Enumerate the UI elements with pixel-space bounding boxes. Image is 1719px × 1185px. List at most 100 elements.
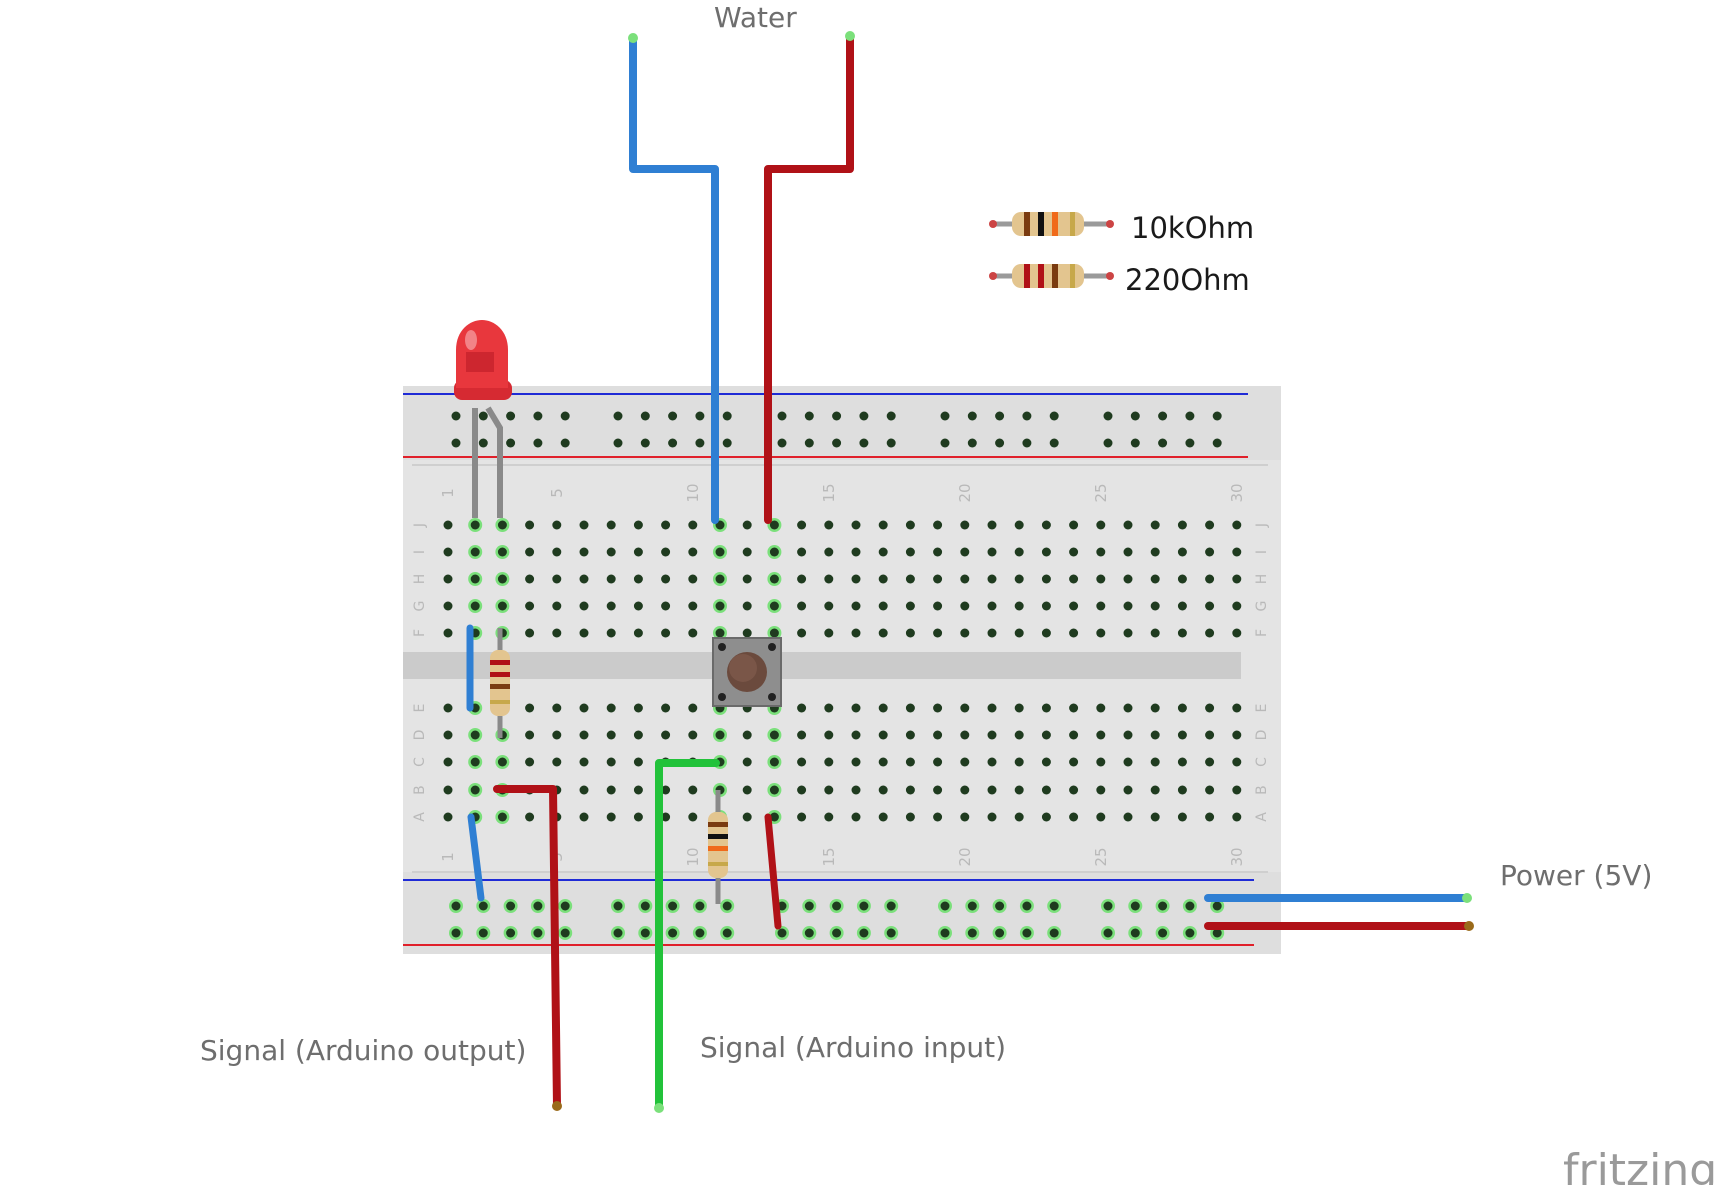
breadboard-hole[interactable] <box>1232 547 1242 557</box>
breadboard-hole[interactable] <box>1150 520 1160 530</box>
breadboard-hole[interactable] <box>579 730 589 740</box>
breadboard-hole[interactable] <box>497 520 507 530</box>
rail-hole[interactable] <box>967 901 977 911</box>
breadboard-hole[interactable] <box>769 574 779 584</box>
breadboard-hole[interactable] <box>905 520 915 530</box>
rail-hole[interactable] <box>859 901 869 911</box>
breadboard-hole[interactable] <box>1177 574 1187 584</box>
breadboard-hole[interactable] <box>769 812 779 822</box>
breadboard-hole[interactable] <box>1041 785 1051 795</box>
rail-hole[interactable] <box>533 438 543 448</box>
breadboard-hole[interactable] <box>797 703 807 713</box>
rail-hole[interactable] <box>886 928 896 938</box>
rail-hole[interactable] <box>859 411 869 421</box>
breadboard-hole[interactable] <box>443 730 453 740</box>
breadboard-hole[interactable] <box>1177 520 1187 530</box>
breadboard-hole[interactable] <box>987 812 997 822</box>
rail-hole[interactable] <box>668 901 678 911</box>
breadboard-hole[interactable] <box>1232 757 1242 767</box>
breadboard-hole[interactable] <box>769 785 779 795</box>
breadboard-hole[interactable] <box>1096 628 1106 638</box>
breadboard-hole[interactable] <box>661 730 671 740</box>
breadboard-hole[interactable] <box>1177 757 1187 767</box>
breadboard-hole[interactable] <box>933 520 943 530</box>
rail-hole[interactable] <box>940 411 950 421</box>
breadboard-hole[interactable] <box>470 730 480 740</box>
breadboard-hole[interactable] <box>960 601 970 611</box>
breadboard-hole[interactable] <box>851 520 861 530</box>
rail-hole[interactable] <box>1158 928 1168 938</box>
rail-hole[interactable] <box>940 928 950 938</box>
breadboard-hole[interactable] <box>824 757 834 767</box>
rail-hole[interactable] <box>478 411 488 421</box>
breadboard-hole[interactable] <box>933 547 943 557</box>
rail-hole[interactable] <box>695 411 705 421</box>
rail-hole[interactable] <box>1022 411 1032 421</box>
breadboard-hole[interactable] <box>688 730 698 740</box>
rail-hole[interactable] <box>613 928 623 938</box>
breadboard-hole[interactable] <box>1177 812 1187 822</box>
breadboard-hole[interactable] <box>851 703 861 713</box>
rail-hole[interactable] <box>832 901 842 911</box>
rail-hole[interactable] <box>995 928 1005 938</box>
breadboard-hole[interactable] <box>1096 547 1106 557</box>
breadboard-hole[interactable] <box>715 547 725 557</box>
breadboard-hole[interactable] <box>579 703 589 713</box>
breadboard-hole[interactable] <box>769 547 779 557</box>
rail-hole[interactable] <box>533 901 543 911</box>
breadboard-hole[interactable] <box>905 628 915 638</box>
breadboard-hole[interactable] <box>1150 601 1160 611</box>
breadboard-hole[interactable] <box>878 757 888 767</box>
rail-hole[interactable] <box>1103 901 1113 911</box>
breadboard-hole[interactable] <box>1177 730 1187 740</box>
breadboard-hole[interactable] <box>552 520 562 530</box>
breadboard-hole[interactable] <box>987 520 997 530</box>
breadboard-hole[interactable] <box>1014 757 1024 767</box>
breadboard-hole[interactable] <box>1123 785 1133 795</box>
breadboard-hole[interactable] <box>878 601 888 611</box>
breadboard-hole[interactable] <box>661 547 671 557</box>
breadboard-hole[interactable] <box>1041 703 1051 713</box>
breadboard-hole[interactable] <box>688 703 698 713</box>
rail-hole[interactable] <box>451 928 461 938</box>
rail-hole[interactable] <box>1212 411 1222 421</box>
breadboard-hole[interactable] <box>1150 730 1160 740</box>
breadboard-hole[interactable] <box>1232 628 1242 638</box>
rail-hole[interactable] <box>1103 438 1113 448</box>
breadboard-hole[interactable] <box>851 547 861 557</box>
water-probe-blue-wire[interactable] <box>629 34 719 524</box>
breadboard-hole[interactable] <box>742 547 752 557</box>
rail-hole[interactable] <box>722 901 732 911</box>
water-probe-red-wire[interactable] <box>764 32 854 524</box>
rail-hole[interactable] <box>506 901 516 911</box>
breadboard-hole[interactable] <box>1041 547 1051 557</box>
breadboard-hole[interactable] <box>960 520 970 530</box>
breadboard-hole[interactable] <box>1096 785 1106 795</box>
breadboard-hole[interactable] <box>851 785 861 795</box>
breadboard-hole[interactable] <box>905 574 915 584</box>
breadboard-hole[interactable] <box>1205 703 1215 713</box>
rail-hole[interactable] <box>804 928 814 938</box>
breadboard-hole[interactable] <box>552 601 562 611</box>
breadboard-hole[interactable] <box>552 730 562 740</box>
rail-hole[interactable] <box>1212 438 1222 448</box>
rail-hole[interactable] <box>722 438 732 448</box>
breadboard-hole[interactable] <box>552 574 562 584</box>
breadboard-hole[interactable] <box>878 520 888 530</box>
breadboard-hole[interactable] <box>960 757 970 767</box>
breadboard-hole[interactable] <box>525 520 535 530</box>
breadboard-hole[interactable] <box>1205 601 1215 611</box>
breadboard-hole[interactable] <box>1205 547 1215 557</box>
breadboard-hole[interactable] <box>878 703 888 713</box>
rail-hole[interactable] <box>832 438 842 448</box>
breadboard-hole[interactable] <box>633 547 643 557</box>
breadboard-hole[interactable] <box>878 730 888 740</box>
breadboard-hole[interactable] <box>525 812 535 822</box>
breadboard-hole[interactable] <box>470 547 480 557</box>
breadboard-hole[interactable] <box>1096 812 1106 822</box>
breadboard-hole[interactable] <box>688 601 698 611</box>
breadboard-hole[interactable] <box>769 730 779 740</box>
breadboard-hole[interactable] <box>606 628 616 638</box>
rail-hole[interactable] <box>832 411 842 421</box>
rail-hole[interactable] <box>613 411 623 421</box>
